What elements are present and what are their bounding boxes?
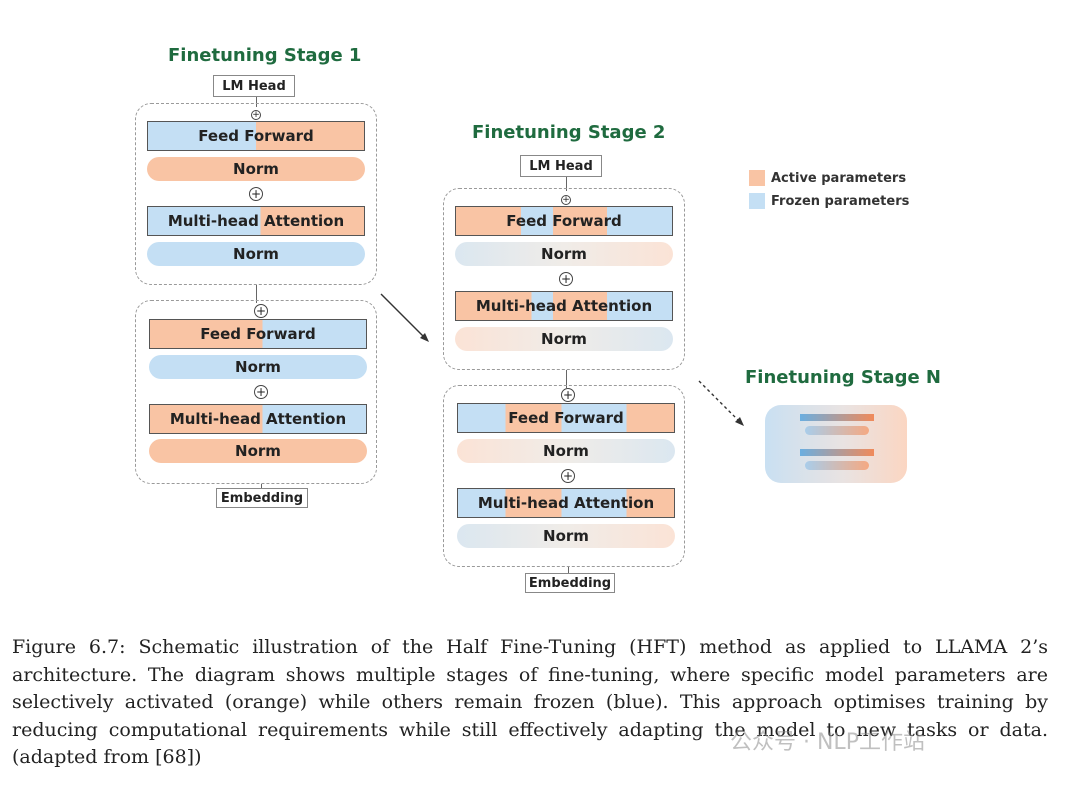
- stage1-bottom-norm-1: Norm: [149, 355, 367, 379]
- stage2-block-bottom: [443, 385, 685, 567]
- stage1-top-norm-1: Norm: [147, 157, 365, 181]
- connector: [256, 285, 257, 303]
- stage2-top-feed-forward: Feed Forward: [455, 206, 673, 236]
- stageN-layer-bar: [800, 414, 874, 421]
- connector: [566, 177, 567, 191]
- stage1-top-feed-forward: Feed Forward: [147, 121, 365, 151]
- stage2-embedding: Embedding: [525, 573, 615, 593]
- figure-caption: Figure 6.7: Schematic illustration of th…: [12, 636, 1048, 768]
- stage2-bottom-attention: Multi-head Attention: [457, 488, 675, 518]
- stageN-norm-bar: [805, 461, 869, 470]
- connector: [256, 97, 257, 107]
- stage1-top-attention: Multi-head Attention: [147, 206, 365, 236]
- residual-add-icon: +: [254, 385, 268, 399]
- stageN-layer-bar: [800, 449, 874, 456]
- stage2-top-norm-1: Norm: [455, 242, 673, 266]
- residual-add-icon: +: [249, 187, 263, 201]
- stage2-bottom-norm-1: Norm: [457, 439, 675, 463]
- stage1-bottom-feed-forward: Feed Forward: [149, 319, 367, 349]
- stage-arrow-icon: [380, 293, 429, 342]
- residual-add-icon: +: [561, 469, 575, 483]
- stage2-bottom-norm-2: Norm: [457, 524, 675, 548]
- stage2-title: Finetuning Stage 2: [472, 122, 666, 143]
- frozen-parameters-swatch: [749, 193, 765, 209]
- watermark: 公众号 · NLP工作站: [730, 730, 925, 755]
- residual-add-icon: +: [251, 109, 261, 120]
- connector: [566, 370, 567, 388]
- residual-add-icon: +: [561, 388, 575, 402]
- stage1-block-bottom: [135, 300, 377, 484]
- stage-dashed-arrow-icon: [698, 380, 744, 426]
- stage1-embedding: Embedding: [216, 488, 308, 508]
- stage1-top-norm-2: Norm: [147, 242, 365, 266]
- stage2-top-attention: Multi-head Attention: [455, 291, 673, 321]
- legend-frozen-label: Frozen parameters: [771, 194, 910, 209]
- stage2-lm-head: LM Head: [520, 155, 602, 177]
- stageN-norm-bar: [805, 426, 869, 435]
- residual-add-icon: +: [561, 194, 571, 205]
- stage2-block-top: [443, 188, 685, 370]
- stage1-block-top: [135, 103, 377, 285]
- legend-active-label: Active parameters: [771, 171, 907, 186]
- active-parameters-swatch: [749, 170, 765, 186]
- residual-add-icon: +: [254, 304, 268, 318]
- stage2-bottom-feed-forward: Feed Forward: [457, 403, 675, 433]
- stage1-bottom-norm-2: Norm: [149, 439, 367, 463]
- connector: [261, 484, 262, 488]
- stage1-title: Finetuning Stage 1: [168, 45, 362, 66]
- stage2-top-norm-2: Norm: [455, 327, 673, 351]
- stageN-title: Finetuning Stage N: [745, 367, 941, 388]
- residual-add-icon: +: [559, 272, 573, 286]
- stageN-model-icon: [765, 405, 907, 483]
- stage1-bottom-attention: Multi-head Attention: [149, 404, 367, 434]
- connector: [568, 567, 569, 573]
- stage1-lm-head: LM Head: [213, 75, 295, 97]
